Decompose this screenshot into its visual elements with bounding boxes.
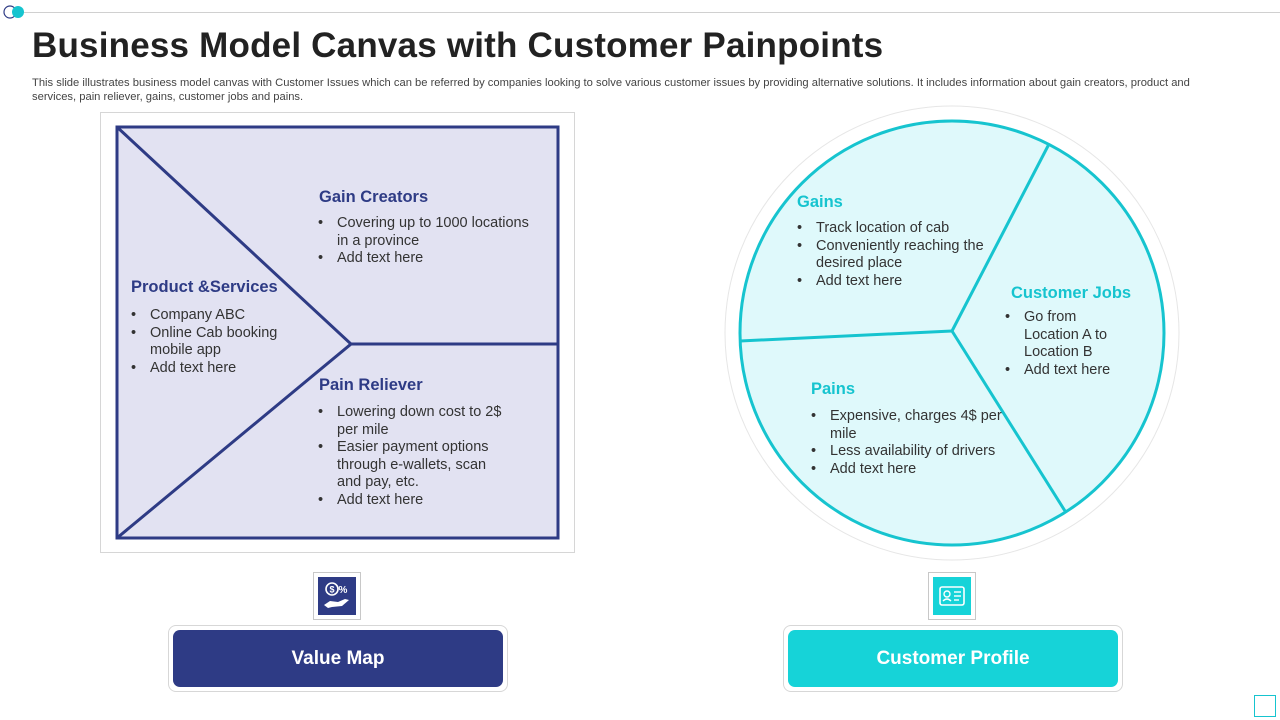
- pains-heading: Pains: [811, 380, 856, 398]
- list-item: Add text here: [131, 360, 301, 378]
- list-item: Add text here: [811, 461, 1011, 479]
- list-item: Add text here: [797, 273, 997, 291]
- customer-profile-button-frame: Customer Profile: [783, 625, 1123, 692]
- customer-profile-divider-top: [950, 143, 1051, 332]
- pains-list: Expensive, charges 4$ per mile Less avai…: [811, 408, 1011, 478]
- list-item: Covering up to 1000 locations in a provi…: [318, 215, 543, 250]
- list-item: Company ABC: [131, 307, 301, 325]
- customer-profile-icon-box: [928, 572, 976, 620]
- list-item: Go from Location A to Location B: [1005, 309, 1125, 362]
- list-item: Add text here: [318, 492, 513, 510]
- dollar-percent-hand-icon: $ %: [318, 577, 356, 615]
- pain-reliever-heading: Pain Reliever: [319, 376, 423, 394]
- list-item: Track location of cab: [797, 220, 997, 238]
- gain-creators-list: Covering up to 1000 locations in a provi…: [318, 215, 543, 268]
- product-services-list: Company ABC Online Cab booking mobile ap…: [131, 307, 301, 377]
- product-services-heading: Product &Services: [131, 278, 278, 296]
- list-item: Expensive, charges 4$ per mile: [811, 408, 1011, 443]
- gains-list: Track location of cab Conveniently reach…: [797, 220, 997, 290]
- list-item: Lowering down cost to 2$ per mile: [318, 404, 513, 439]
- gains-heading: Gains: [797, 193, 843, 211]
- customer-jobs-list: Go from Location A to Location B Add tex…: [1005, 309, 1125, 379]
- value-map-icon-box: $ %: [313, 572, 361, 620]
- list-item: Add text here: [1005, 362, 1125, 380]
- list-item: Easier payment options through e-wallets…: [318, 439, 513, 492]
- list-item: Online Cab booking mobile app: [131, 325, 301, 360]
- customer-profile-divider-left: [739, 329, 953, 343]
- list-item: Conveniently reaching the desired place: [797, 238, 997, 273]
- page-title: Business Model Canvas with Customer Pain…: [32, 26, 884, 65]
- value-map-button-frame: Value Map: [168, 625, 508, 692]
- customer-jobs-heading: Customer Jobs: [1011, 284, 1132, 302]
- pain-reliever-list: Lowering down cost to 2$ per mile Easier…: [318, 404, 513, 509]
- list-item: Less availability of drivers: [811, 443, 1011, 461]
- corner-square-decoration: [1254, 695, 1276, 717]
- top-divider-line: [14, 12, 1280, 13]
- svg-text:$: $: [329, 585, 334, 595]
- svg-text:%: %: [339, 585, 348, 596]
- id-card-icon: [933, 577, 971, 615]
- value-map-button[interactable]: Value Map: [173, 630, 503, 687]
- brand-logo-icon: [3, 5, 24, 19]
- page-subtitle: This slide illustrates business model ca…: [32, 77, 1190, 103]
- gain-creators-heading: Gain Creators: [319, 188, 429, 206]
- customer-profile-button[interactable]: Customer Profile: [788, 630, 1118, 687]
- list-item: Add text here: [318, 250, 543, 268]
